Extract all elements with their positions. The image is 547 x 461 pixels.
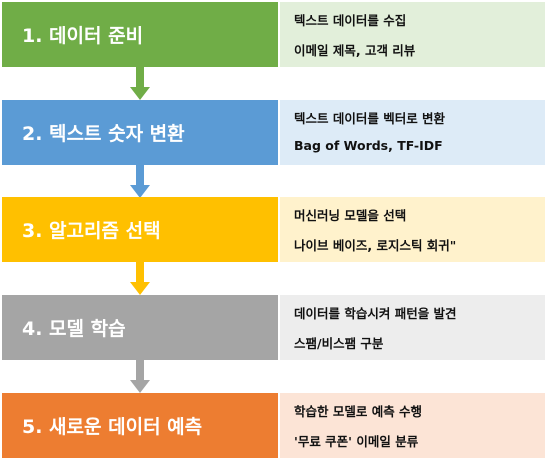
step-3-title: 3. 알고리즘 선택	[22, 220, 161, 242]
arrow-down-icon	[130, 165, 150, 200]
step-4-detail-line-2: 스팸/비스팸 구분	[294, 336, 384, 351]
step-5-title: 5. 새로운 데이터 예측	[22, 416, 203, 438]
step-3-box: 3. 알고리즘 선택	[2, 197, 278, 262]
arrow-down-icon	[130, 67, 150, 102]
arrow-down-icon	[130, 360, 150, 395]
step-4-box: 4. 모델 학습	[2, 295, 278, 360]
step-1-box: 1. 데이터 준비	[2, 2, 278, 67]
step-5-detail-line-1: 학습한 모델로 예측 수행	[294, 404, 423, 419]
step-2-title: 2. 텍스트 숫자 변환	[22, 123, 185, 145]
step-1-detail-line-1: 텍스트 데이터를 수집	[294, 13, 407, 28]
step-1-title: 1. 데이터 준비	[22, 25, 144, 47]
arrow-down-icon	[130, 262, 150, 297]
step-3-detail-line-1: 머신러닝 모델을 선택	[294, 208, 407, 223]
step-1-detail: 텍스트 데이터를 수집 이메일 제목, 고객 리뷰	[280, 2, 545, 67]
step-3-detail-line-2: 나이브 베이즈, 로지스틱 회귀"	[294, 238, 457, 253]
step-5-box: 5. 새로운 데이터 예측	[2, 393, 278, 458]
step-4-detail: 데이터를 학습시켜 패턴을 발견 스팸/비스팸 구분	[280, 295, 545, 360]
step-2-detail-line-1: 텍스트 데이터를 벡터로 변환	[294, 111, 446, 126]
step-5-detail-line-2: '무료 쿠폰' 이메일 분류	[294, 434, 419, 449]
step-2-box: 2. 텍스트 숫자 변환	[2, 100, 278, 165]
step-1-detail-line-2: 이메일 제목, 고객 리뷰	[294, 43, 416, 58]
step-4-detail-line-1: 데이터를 학습시켜 패턴을 발견	[294, 306, 457, 321]
step-2-detail: 텍스트 데이터를 벡터로 변환 Bag of Words, TF-IDF	[280, 100, 545, 165]
step-2-detail-line-2: Bag of Words, TF-IDF	[294, 138, 443, 153]
step-4-title: 4. 모델 학습	[22, 318, 126, 340]
step-5-detail: 학습한 모델로 예측 수행 '무료 쿠폰' 이메일 분류	[280, 393, 545, 458]
step-3-detail: 머신러닝 모델을 선택 나이브 베이즈, 로지스틱 회귀"	[280, 197, 545, 262]
